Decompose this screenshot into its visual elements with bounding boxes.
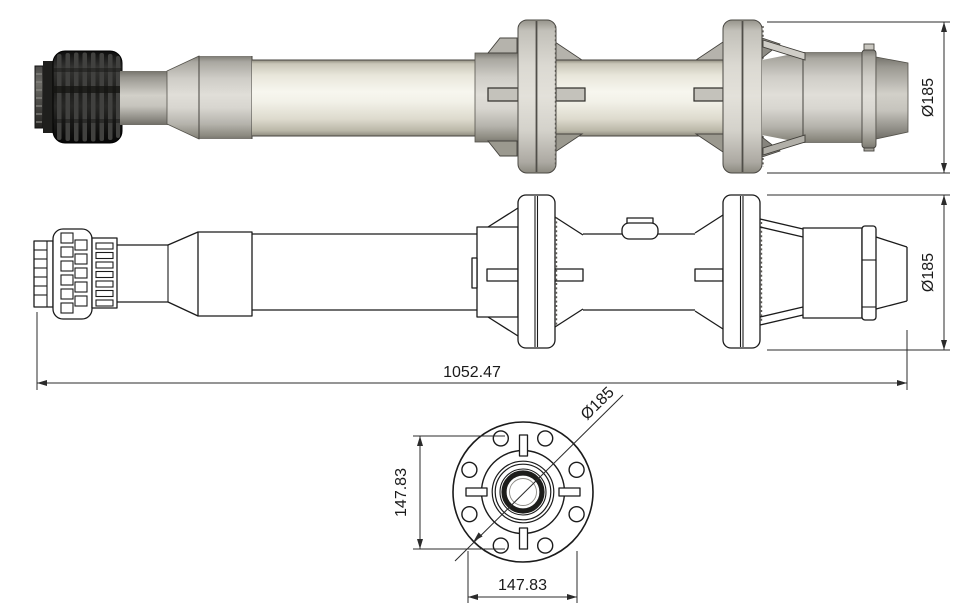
rib-strut xyxy=(762,134,806,156)
slot-bar xyxy=(555,87,586,102)
union-nut-ribs xyxy=(57,52,120,142)
bolt-spacing-vertical-label: 147.83 xyxy=(393,468,410,517)
reducer-outline xyxy=(197,231,253,317)
union-end-ring xyxy=(34,65,44,129)
dimension-overall-length: 1052.47 xyxy=(36,312,908,390)
outlet-ring-outline xyxy=(861,225,877,321)
outlet-ring xyxy=(861,49,877,149)
flange-diameter-label: Ø185 xyxy=(578,384,618,424)
slot-bar xyxy=(487,87,519,102)
reducer-body xyxy=(199,56,252,139)
outline-side-view xyxy=(33,194,908,349)
flange-end-view: Ø185 147.83 147.83 xyxy=(393,384,624,603)
dimension-bolt-spacing-horizontal: 147.83 xyxy=(467,551,578,603)
gusset-fin xyxy=(487,37,518,54)
rib-strut xyxy=(762,39,806,61)
gusset-fin xyxy=(554,133,584,153)
main-pipe xyxy=(252,60,518,136)
flange-outline xyxy=(722,194,761,349)
flange-slot xyxy=(558,487,581,497)
dimension-bolt-spacing-vertical: 147.83 xyxy=(393,435,505,550)
slot-bar xyxy=(693,87,724,102)
flange-slot xyxy=(518,527,529,550)
bolt-spacing-horizontal-label: 147.83 xyxy=(498,577,547,594)
outlet-outline xyxy=(802,227,863,319)
outlet-tip xyxy=(875,56,909,140)
reducer-cone xyxy=(166,55,200,140)
boss-outline xyxy=(621,222,659,240)
gusset-fin xyxy=(487,140,518,157)
gusset-fin xyxy=(694,41,724,61)
inlet-pipe xyxy=(120,71,168,125)
dimension-rendered-diameter: Ø185 xyxy=(767,21,950,174)
gusset-fin xyxy=(554,41,584,61)
flange-slot xyxy=(465,487,488,497)
bolt-holes xyxy=(461,430,585,554)
slot-bar-outline xyxy=(554,268,584,282)
bore-ring xyxy=(501,470,545,514)
rendered-diameter-label: Ø185 xyxy=(920,78,937,117)
outlet-transition xyxy=(762,52,803,143)
slot-bar-outline xyxy=(694,268,724,282)
flange-outline xyxy=(517,194,556,349)
flange-slot xyxy=(518,434,529,457)
flange-outer-circle xyxy=(452,421,594,563)
outlet-body xyxy=(803,52,862,143)
overall-length-label: 1052.47 xyxy=(443,364,501,381)
dimension-outline-diameter: Ø185 xyxy=(767,194,950,351)
union-end-cap xyxy=(43,61,53,133)
gusset-fin xyxy=(694,133,724,153)
union-end-cap-outline xyxy=(33,240,54,308)
rendered-side-view xyxy=(34,19,909,174)
slot-bar-outline xyxy=(486,268,519,282)
outline-diameter-label: Ø185 xyxy=(920,253,937,292)
